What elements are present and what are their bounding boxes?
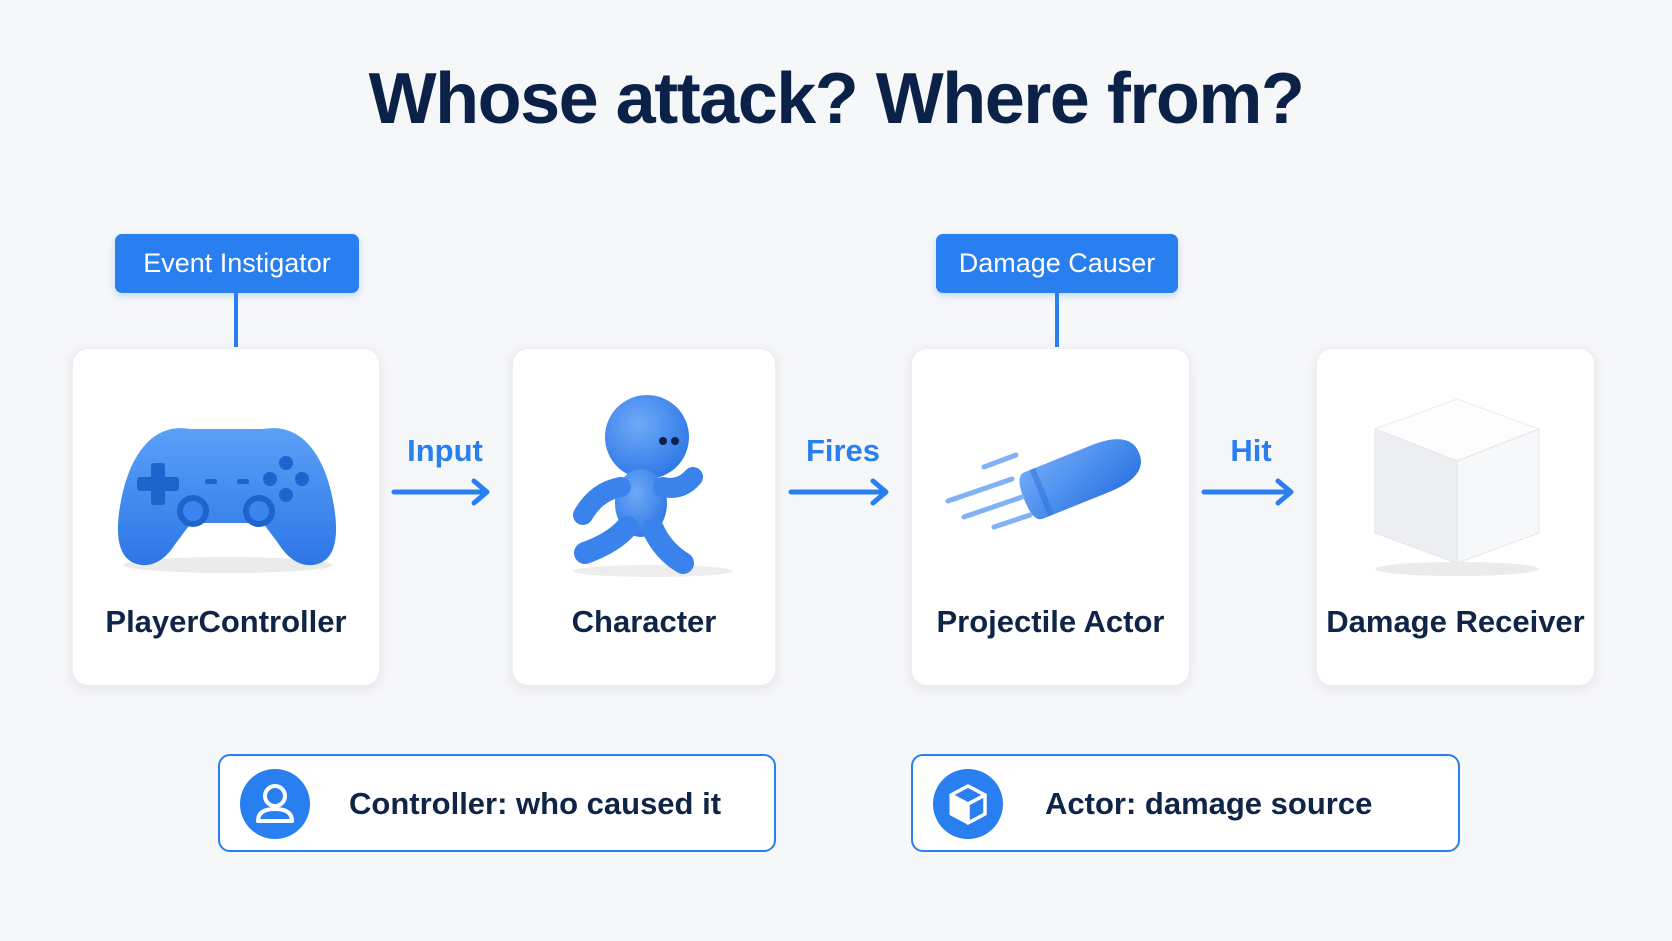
page-title: Whose attack? Where from? xyxy=(368,59,1305,139)
node-label: Damage Receiver xyxy=(1326,604,1585,639)
projectile-icon xyxy=(945,439,1141,530)
running-figure-icon xyxy=(573,395,733,577)
event-instigator-tag: Event Instigator xyxy=(115,234,359,293)
event-instigator-connector xyxy=(234,293,238,347)
event-instigator-label: Event Instigator xyxy=(143,248,331,278)
box-icon xyxy=(933,769,1003,839)
legend-text: Actor: damage source xyxy=(1045,786,1373,821)
node-label: Character xyxy=(571,604,717,639)
edge-fires: Fires xyxy=(787,433,899,513)
arrow-right-icon xyxy=(1201,478,1294,506)
legend-actor: Actor: damage source xyxy=(911,754,1460,852)
edge-input: Input xyxy=(390,433,500,513)
edge-hit: Hit xyxy=(1200,433,1302,513)
gamepad-icon xyxy=(117,428,337,573)
cube-icon xyxy=(1373,398,1541,576)
node-player-controller: PlayerController xyxy=(72,348,380,686)
damage-causer-tag: Damage Causer xyxy=(936,234,1178,293)
node-label: Projectile Actor xyxy=(936,604,1165,639)
arrow-right-icon xyxy=(788,478,889,506)
legend-text: Controller: who caused it xyxy=(349,786,722,821)
damage-causer-connector xyxy=(1055,293,1059,347)
edge-label: Fires xyxy=(805,433,881,468)
edge-label: Input xyxy=(407,433,483,468)
damage-causer-label: Damage Causer xyxy=(958,248,1156,278)
legend-controller: Controller: who caused it xyxy=(218,754,776,852)
node-projectile-actor: Projectile Actor xyxy=(911,348,1190,686)
user-icon xyxy=(240,769,310,839)
node-label: PlayerController xyxy=(105,604,347,639)
arrow-right-icon xyxy=(391,478,490,506)
node-character: Character xyxy=(512,348,776,686)
edge-label: Hit xyxy=(1230,433,1272,468)
node-damage-receiver: Damage Receiver xyxy=(1316,348,1595,686)
